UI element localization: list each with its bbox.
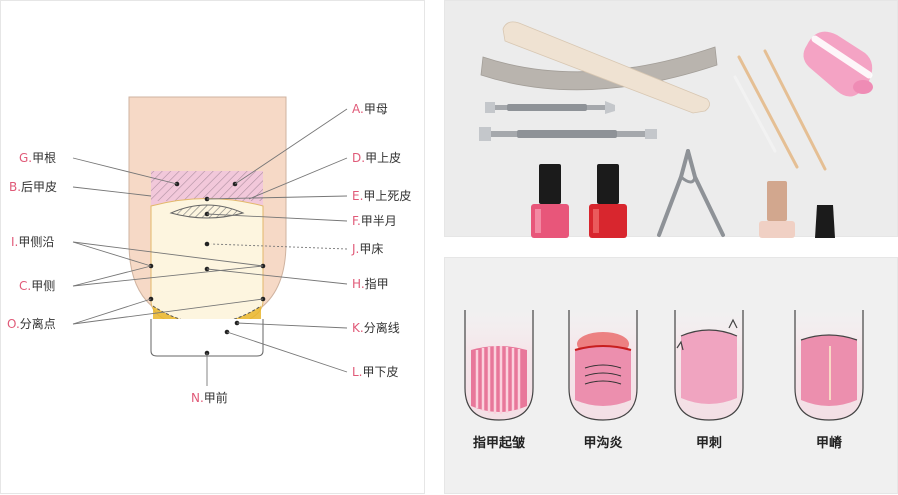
finger-hangnail-icon <box>674 310 744 421</box>
label-separation-line: K.分离线 <box>352 321 400 335</box>
disorder-label-hangnail: 甲刺 <box>695 436 722 451</box>
label-nail-matrix: A.甲母 <box>352 102 388 116</box>
nail-root-hatch <box>151 171 263 201</box>
leader-lines <box>72 108 348 386</box>
cuticle-pusher-icon <box>485 101 615 114</box>
label-nail-bed: J.甲床 <box>352 242 384 256</box>
pink-polish-bottle-icon <box>531 164 569 238</box>
nail-disorders-panel: 指甲起皱 甲沟炎 甲刺 甲嵴 <box>444 257 898 494</box>
label-cuticle: E.甲上死皮 <box>352 189 412 203</box>
label-nail-side: C.甲侧 <box>19 279 56 293</box>
nail-anatomy-panel: A.甲母 D.甲上皮 E.甲上死皮 F.甲半月 J.甲床 H.指甲 K.分离线 … <box>0 0 425 494</box>
label-separation-point: O.分离点 <box>7 317 56 331</box>
manicure-tools-photo <box>444 0 898 238</box>
disorder-label-median-ridge: 甲嵴 <box>815 436 842 451</box>
label-lunula: F.甲半月 <box>352 214 397 228</box>
nail-free-edge <box>150 319 264 357</box>
black-polish-bottle-icon <box>815 205 835 238</box>
nail-disorders-illustration <box>464 310 864 421</box>
tools-illustration <box>479 21 873 238</box>
label-nail-root: G.甲根 <box>19 151 57 165</box>
label-eponychium: D.甲上皮 <box>352 151 402 165</box>
pink-nail-brush-icon <box>803 31 873 97</box>
orange-stick-icon <box>733 49 827 171</box>
finger-median-ridge-icon <box>794 310 864 421</box>
red-polish-bottle-icon <box>589 164 627 238</box>
label-nail-plate: H.指甲 <box>352 277 389 291</box>
cuticle-nipper-icon <box>657 149 725 237</box>
finger-paronychia-icon <box>568 310 638 421</box>
label-hyponychium: L.甲下皮 <box>352 365 399 379</box>
nail-anatomy-diagram <box>72 96 348 386</box>
disorder-label-paronychia: 甲沟炎 <box>583 436 623 451</box>
label-free-edge: N.甲前 <box>191 391 228 405</box>
disorder-label-ridges: 指甲起皱 <box>472 436 525 451</box>
label-lateral-fold: I.甲侧沿 <box>11 235 55 249</box>
label-proximal-fold: B.后甲皮 <box>9 180 58 194</box>
cuticle-scraper-icon <box>479 127 657 141</box>
beige-nail-file-icon <box>502 21 710 114</box>
clear-polish-bottle-icon <box>759 181 795 238</box>
finger-ridged-nail-icon <box>464 310 534 421</box>
